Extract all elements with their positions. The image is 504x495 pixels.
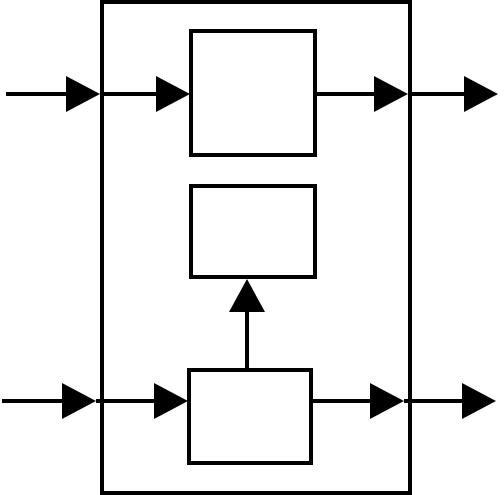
- arrowhead: [154, 383, 188, 419]
- arrowhead: [66, 76, 100, 112]
- edge-top-block-to-container: [315, 76, 408, 112]
- edge-container-to-output-top: [408, 76, 498, 112]
- arrowhead: [464, 76, 498, 112]
- bottom-block: [187, 368, 313, 465]
- edge-container-to-top-block: [100, 76, 190, 112]
- edge-container-to-bottom-block: [96, 383, 188, 419]
- edge-input-top-to-container: [6, 76, 100, 112]
- edge-input-bottom-to-container: [2, 383, 96, 419]
- arrowhead: [462, 383, 496, 419]
- arrowhead: [370, 383, 404, 419]
- arrowhead: [62, 383, 96, 419]
- top-block: [189, 29, 317, 157]
- edge-container-to-output-bottom: [404, 383, 496, 419]
- edge-bottom-block-to-middle-block: [229, 279, 265, 370]
- middle-block: [189, 184, 317, 279]
- arrowhead: [229, 279, 265, 312]
- arrowhead: [156, 76, 190, 112]
- arrowhead: [374, 76, 408, 112]
- edge-bottom-block-to-container: [311, 383, 404, 419]
